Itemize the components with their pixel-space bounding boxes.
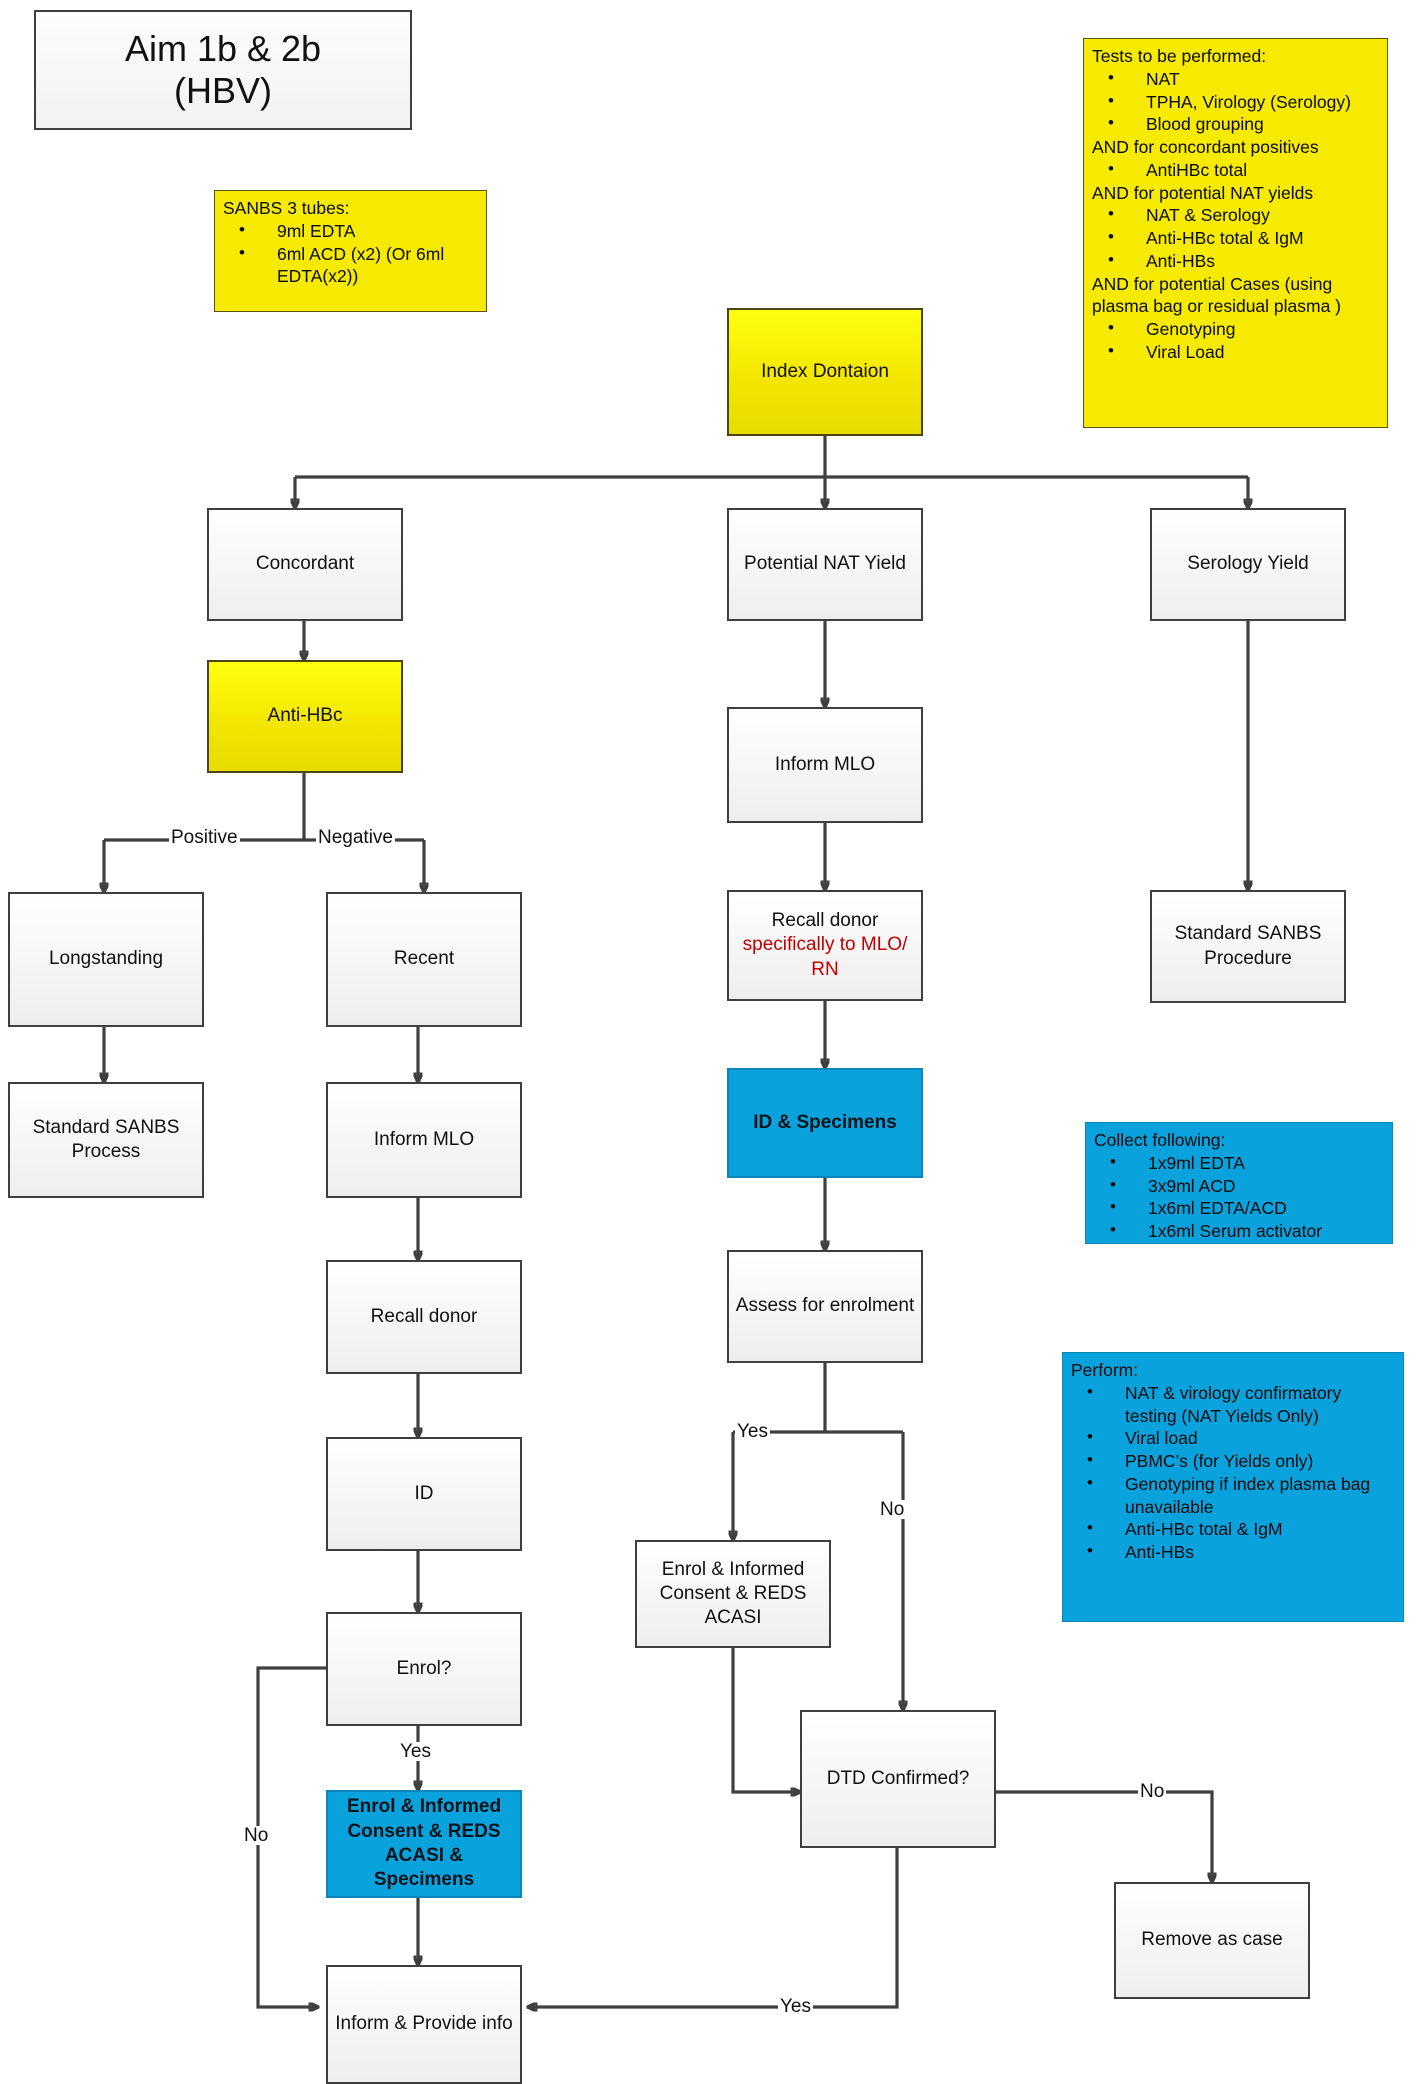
note-tests-list-3: NAT & Serology Anti-HBc total & IgM Anti…	[1092, 203, 1379, 273]
node-label: Remove as case	[1141, 1929, 1283, 1951]
list-item: Viral Load	[1092, 340, 1379, 364]
title-line-2: (HBV)	[174, 70, 272, 111]
list-item: 9ml EDTA	[223, 219, 478, 243]
note-tests-list-1: NAT TPHA, Virology (Serology) Blood grou…	[1092, 67, 1379, 136]
edge-label-dtd-no: No	[1138, 1781, 1167, 1802]
node-label: Anti-HBc	[267, 705, 343, 727]
list-item: 1x6ml Serum activator	[1094, 1219, 1384, 1243]
node-label: Recent	[393, 948, 455, 970]
edge-label-dtd-yes: Yes	[778, 1996, 813, 2017]
node-standard-sanbs-process[interactable]: Standard SANBS Process	[8, 1082, 204, 1198]
node-potential-nat-yield[interactable]: Potential NAT Yield	[727, 508, 923, 621]
node-label: ID	[414, 1482, 434, 1504]
node-label: Index Dontaion	[761, 360, 889, 382]
edge-label-assess-yes: Yes	[735, 1421, 770, 1442]
note-perform: Perform: NAT & virology confirmatory tes…	[1062, 1352, 1404, 1622]
list-item: Blood grouping	[1092, 112, 1379, 136]
node-label-line-1: Recall donor	[771, 910, 879, 932]
list-item: 1x6ml EDTA/ACD	[1094, 1196, 1384, 1220]
note-tests-list-4: Genotyping Viral Load	[1092, 317, 1379, 364]
title-line-1: Aim 1b & 2b	[124, 27, 322, 69]
note-collect-following: Collect following: 1x9ml EDTA 3x9ml ACD …	[1085, 1122, 1393, 1244]
node-label: Inform MLO	[774, 753, 876, 775]
note-perform-list: NAT & virology confirmatory testing (NAT…	[1071, 1381, 1395, 1564]
node-inform-provide-info[interactable]: Inform & Provide info	[326, 1965, 522, 2084]
node-enrol-informed-consent-reds-acasi[interactable]: Enrol & Informed Consent & REDS ACASI	[635, 1540, 831, 1648]
note-tests-to-be-performed: Tests to be performed: NAT TPHA, Virolog…	[1083, 38, 1388, 428]
node-id-and-specimens[interactable]: ID & Specimens	[727, 1068, 923, 1178]
node-label: Concordant	[255, 553, 355, 575]
node-recall-donor[interactable]: Recall donor	[326, 1260, 522, 1374]
list-item: AntiHBc total	[1092, 158, 1379, 182]
node-longstanding[interactable]: Longstanding	[8, 892, 204, 1027]
list-item: Anti-HBs	[1092, 249, 1379, 273]
node-inform-mlo-left[interactable]: Inform MLO	[326, 1082, 522, 1198]
node-remove-as-case[interactable]: Remove as case	[1114, 1882, 1310, 1999]
list-item: Anti-HBc total & IgM	[1071, 1517, 1395, 1541]
node-anti-hbc[interactable]: Anti-HBc	[207, 660, 403, 773]
node-label: Assess for enrolment	[735, 1295, 915, 1317]
note-perform-header: Perform:	[1071, 1360, 1139, 1380]
note-sanbs-tubes-list: 9ml EDTA 6ml ACD (x2) (Or 6ml EDTA(x2))	[223, 219, 478, 289]
node-label: DTD Confirmed?	[826, 1767, 970, 1789]
node-assess-for-enrolment[interactable]: Assess for enrolment	[727, 1250, 923, 1363]
note-tests-header: Tests to be performed:	[1092, 46, 1267, 66]
note-collect-list: 1x9ml EDTA 3x9ml ACD 1x6ml EDTA/ACD 1x6m…	[1094, 1151, 1384, 1243]
node-label: Enrol & Informed Consent & REDS ACASI & …	[346, 1796, 502, 1891]
note-tests-list-2: AntiHBc total	[1092, 158, 1379, 182]
node-label: ID & Specimens	[753, 1111, 897, 1133]
node-label: Serology Yield	[1187, 553, 1309, 575]
node-dtd-confirmed[interactable]: DTD Confirmed?	[800, 1710, 996, 1848]
list-item: 6ml ACD (x2) (Or 6ml EDTA(x2))	[223, 242, 478, 289]
node-enrol-question[interactable]: Enrol?	[326, 1612, 522, 1726]
node-recent[interactable]: Recent	[326, 892, 522, 1027]
note-collect-header: Collect following:	[1094, 1130, 1226, 1150]
list-item: NAT & Serology	[1092, 203, 1379, 227]
node-label: Standard SANBS Procedure	[1174, 923, 1322, 969]
list-item: Viral load	[1071, 1426, 1395, 1450]
note-sanbs-tubes: SANBS 3 tubes: 9ml EDTA 6ml ACD (x2) (Or…	[214, 190, 487, 312]
node-label: Enrol?	[396, 1657, 452, 1679]
list-item: Anti-HBc total & IgM	[1092, 226, 1379, 250]
node-label: Standard SANBS Process	[32, 1116, 180, 1162]
list-item: PBMC’s (for Yields only)	[1071, 1449, 1395, 1473]
node-label-line-2: specifically to MLO/ RN	[742, 934, 908, 980]
title-box: Aim 1b & 2b (HBV)	[34, 10, 412, 130]
list-item: Genotyping if index plasma bag unavailab…	[1071, 1472, 1395, 1519]
list-item: Anti-HBs	[1071, 1540, 1395, 1564]
node-label: Inform MLO	[373, 1128, 475, 1150]
edge-label-enrol-no: No	[242, 1825, 271, 1846]
edge-label-enrol-yes: Yes	[398, 1741, 433, 1762]
edge-label-positive: Positive	[169, 827, 240, 848]
node-inform-mlo-middle[interactable]: Inform MLO	[727, 707, 923, 823]
list-item: Genotyping	[1092, 317, 1379, 341]
node-concordant[interactable]: Concordant	[207, 508, 403, 621]
node-id[interactable]: ID	[326, 1437, 522, 1551]
edge-label-assess-no: No	[878, 1499, 907, 1520]
edge-label-negative: Negative	[316, 827, 395, 848]
node-recall-donor-specifically[interactable]: Recall donor specifically to MLO/ RN	[727, 890, 923, 1001]
list-item: NAT	[1092, 67, 1379, 91]
list-item: 1x9ml EDTA	[1094, 1151, 1384, 1175]
note-tests-sub1-header: AND for concordant positives	[1092, 137, 1319, 157]
list-item: 3x9ml ACD	[1094, 1174, 1384, 1198]
node-label: Longstanding	[48, 948, 164, 970]
node-label: Inform & Provide info	[335, 2013, 513, 2035]
node-enrol-informed-consent-reds-acasi-specimens[interactable]: Enrol & Informed Consent & REDS ACASI & …	[326, 1790, 522, 1898]
note-tests-sub3-header: AND for potential Cases (using plasma ba…	[1092, 273, 1342, 317]
note-tests-sub2-header: AND for potential NAT yields	[1092, 182, 1314, 203]
node-label: Enrol & Informed Consent & REDS ACASI	[659, 1558, 807, 1629]
note-sanbs-tubes-header: SANBS 3 tubes:	[223, 198, 350, 218]
node-index-donation[interactable]: Index Dontaion	[727, 308, 923, 436]
node-label: Recall donor	[370, 1305, 478, 1327]
node-standard-sanbs-procedure[interactable]: Standard SANBS Procedure	[1150, 890, 1346, 1003]
list-item: NAT & virology confirmatory testing (NAT…	[1071, 1381, 1395, 1428]
list-item: TPHA, Virology (Serology)	[1092, 90, 1379, 114]
node-serology-yield[interactable]: Serology Yield	[1150, 508, 1346, 621]
node-label: Potential NAT Yield	[744, 553, 906, 575]
